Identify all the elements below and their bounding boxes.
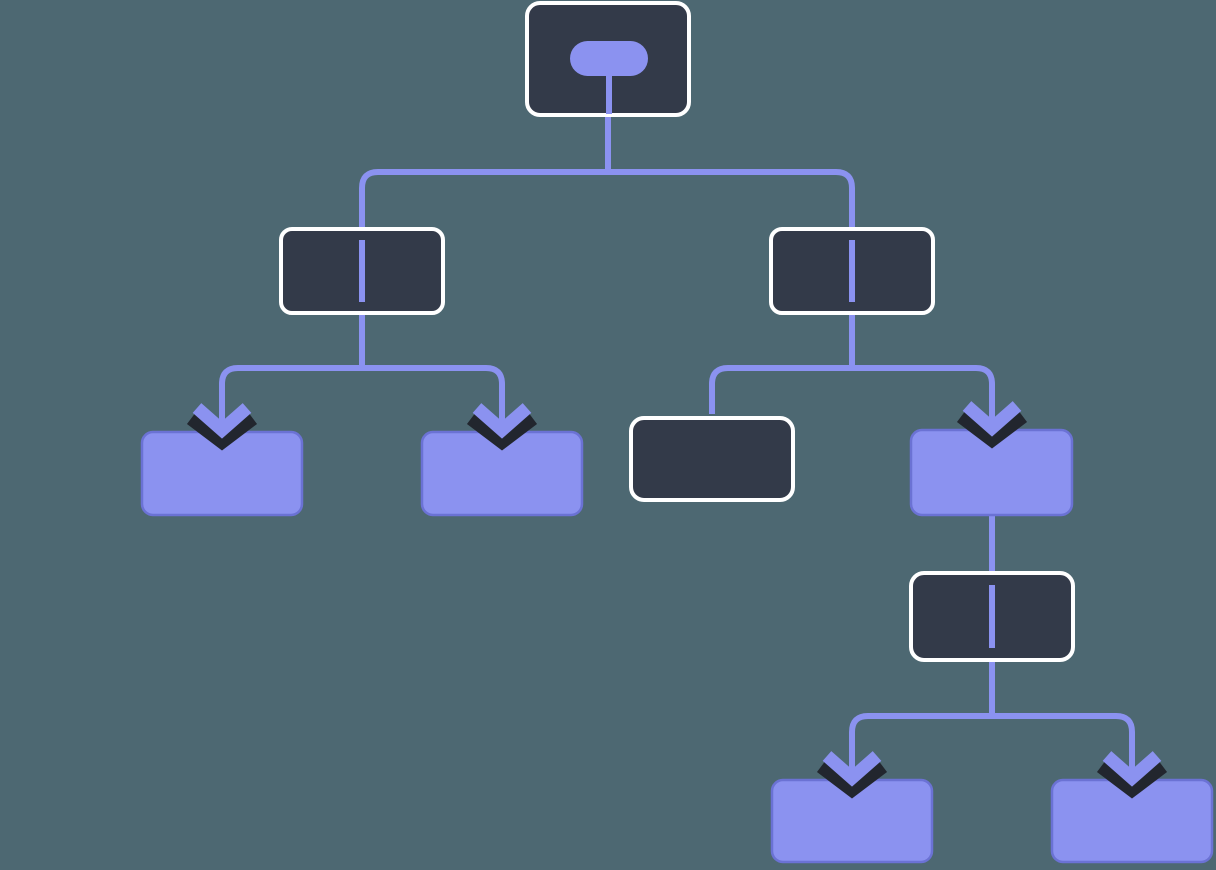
edge-root-to-left	[359, 169, 608, 229]
edge-level4-to-leaf4	[992, 713, 1135, 772]
root-node-pill-stem	[606, 74, 612, 114]
arrow-marker-leaf2-purple-chevron	[472, 403, 532, 439]
arrow-marker-leaf1-purple-chevron	[192, 403, 252, 439]
arrow-marker-leaf3-purple-chevron	[822, 751, 882, 787]
edge-right-to-purple	[852, 365, 995, 422]
level3-dark-node[interactable]	[629, 416, 795, 502]
edge-right-to-dark	[709, 365, 852, 414]
arrow-marker-level3-purple	[956, 401, 1028, 449]
level2-left-node[interactable]	[279, 227, 445, 315]
level2-right-node[interactable]	[769, 227, 935, 315]
nodes-layer	[140, 1, 1214, 864]
connector-edges-layer	[219, 58, 1135, 772]
level4-dark-node[interactable]	[909, 571, 1075, 662]
arrow-marker-leaf4	[1096, 751, 1168, 799]
root-node-pill-marker	[570, 41, 648, 76]
level2-left-node-bar-marker	[359, 240, 365, 302]
root-node[interactable]	[525, 1, 691, 117]
arrow-marker-leaf4-purple-chevron	[1102, 751, 1162, 787]
arrow-marker-level3-purple-purple-chevron	[962, 401, 1022, 437]
arrow-marker-leaf1	[186, 403, 258, 451]
level4-dark-node-bar-marker	[989, 585, 995, 648]
level3-dark-node-body[interactable]	[629, 416, 795, 502]
edge-left-to-leaf1	[219, 365, 362, 424]
edge-level4-to-leaf3	[849, 713, 992, 772]
edge-root-to-right	[608, 169, 855, 229]
edge-left-to-leaf2	[362, 365, 505, 424]
arrow-markers-layer	[186, 401, 1168, 799]
arrow-marker-leaf3	[816, 751, 888, 799]
arrow-marker-leaf2	[466, 403, 538, 451]
level2-right-node-bar-marker	[849, 240, 855, 302]
